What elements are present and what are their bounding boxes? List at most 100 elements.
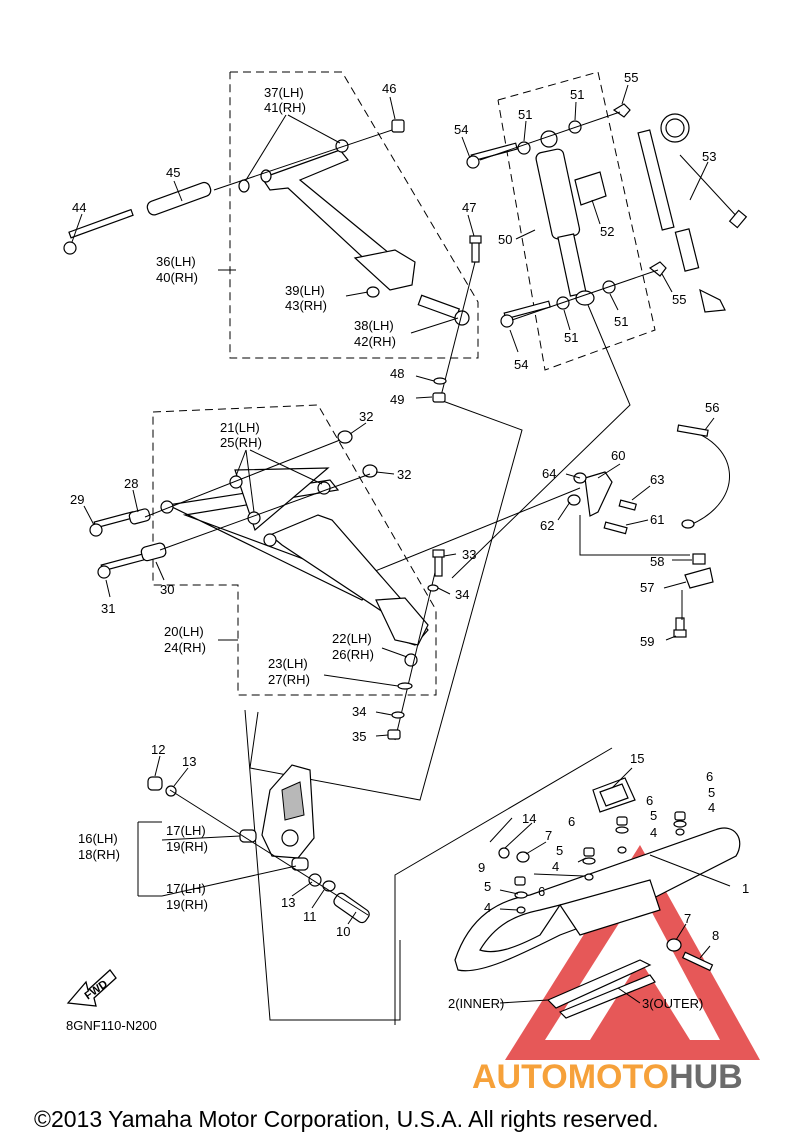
callout-12: 12 xyxy=(151,742,165,757)
callout-22: 22(LH) xyxy=(332,631,372,646)
spindle-outline xyxy=(244,709,401,1021)
lower-arm-group-outline xyxy=(152,404,437,696)
callout-6: 6 xyxy=(646,793,653,808)
callout-6: 6 xyxy=(568,814,575,829)
ski-hardware xyxy=(489,811,714,972)
callout-4: 4 xyxy=(484,900,491,915)
callout-51: 51 xyxy=(518,107,532,122)
callout-7: 7 xyxy=(684,911,691,926)
lower-pivot-axis-front xyxy=(144,439,341,518)
callout-51: 51 xyxy=(614,314,628,329)
steering-link-60 xyxy=(567,471,637,535)
bolt-47 xyxy=(469,235,482,263)
callout-13: 13 xyxy=(182,754,196,769)
callout-6: 6 xyxy=(706,769,713,784)
callout-47: 47 xyxy=(462,200,476,215)
callout-15: 15 xyxy=(630,751,644,766)
washer-48 xyxy=(433,377,447,385)
callout-7: 7 xyxy=(545,828,552,843)
washer-11 xyxy=(322,880,336,892)
shock-gauge-tool-53 xyxy=(637,113,748,313)
callout-25: 25(RH) xyxy=(220,435,262,450)
callout-8: 8 xyxy=(712,928,719,943)
diagram-code: 8GNF110-N200 xyxy=(66,1018,157,1033)
callout-57: 57 xyxy=(640,580,654,595)
callout-51: 51 xyxy=(564,330,578,345)
callout-32: 32 xyxy=(359,409,373,424)
callout-28: 28 xyxy=(124,476,138,491)
shock-lower-axis xyxy=(511,269,659,321)
connector-link-to-bracket xyxy=(579,515,690,556)
callout-59: 59 xyxy=(640,634,654,649)
callout-5: 5 xyxy=(484,879,491,894)
through-bolt-44 xyxy=(63,208,134,255)
callout-45: 45 xyxy=(166,165,180,180)
collar-46 xyxy=(391,119,405,133)
callout-48: 48 xyxy=(390,366,404,381)
copyright-notice: ©2013 Yamaha Motor Corporation, U.S.A. A… xyxy=(34,1106,659,1132)
pivot-bolts-lower xyxy=(89,430,378,579)
callout-53: 53 xyxy=(702,149,716,164)
connector-upper-to-spindle xyxy=(249,399,523,801)
callout-17: 17(LH) xyxy=(166,823,206,838)
pivot-tube-45 xyxy=(146,181,212,216)
callout-14: 14 xyxy=(522,811,536,826)
callout-63: 63 xyxy=(650,472,664,487)
callout-43: 43(RH) xyxy=(285,298,327,313)
callout-19: 19(RH) xyxy=(166,839,208,854)
fwd-arrow-icon: FWD xyxy=(66,969,117,1007)
watermark-triangle-core xyxy=(590,960,690,1040)
upper-pivot-axis xyxy=(213,127,399,191)
callout-31: 31 xyxy=(101,601,115,616)
nut-35 xyxy=(387,729,401,740)
kingpin-axis-upper xyxy=(439,261,476,401)
connector-shock-to-lowerarm xyxy=(451,304,631,579)
callout-55: 55 xyxy=(672,292,686,307)
callout-39: 39(LH) xyxy=(285,283,325,298)
cable-56 xyxy=(676,424,730,529)
lower-pivot-axis-rear xyxy=(159,473,371,551)
connector-rod-to-link xyxy=(357,487,581,579)
shock-group-outline xyxy=(497,71,656,371)
callout-2: 2(INNER) xyxy=(448,996,504,1011)
callout-11: 11 xyxy=(303,909,317,924)
callout-17: 17(LH) xyxy=(166,881,206,896)
tie-rod-end-38 xyxy=(417,294,470,326)
callout-34: 34 xyxy=(352,704,366,719)
shock-upper-axis xyxy=(479,111,621,161)
callout-30: 30 xyxy=(160,582,174,597)
nut-39 xyxy=(366,286,380,298)
callout-29: 29 xyxy=(70,492,84,507)
bolt-33 xyxy=(432,549,445,577)
callout-61: 61 xyxy=(650,512,664,527)
callout-23: 23(LH) xyxy=(268,656,308,671)
bracket-57 xyxy=(673,553,714,638)
callout-33: 33 xyxy=(462,547,476,562)
nut-49 xyxy=(432,392,446,403)
ski-1 xyxy=(454,827,741,1019)
bushing-12 xyxy=(147,776,163,791)
callout-labels: 1 2(INNER) 3(OUTER) 4 4 4 4 5 5 5 5 6 6 … xyxy=(70,70,749,1011)
callout-9: 9 xyxy=(478,860,485,875)
watermark-text-part2: HUB xyxy=(669,1058,743,1096)
callout-64: 64 xyxy=(542,466,556,481)
callout-leaders xyxy=(71,84,731,1004)
shock-absorber xyxy=(535,130,595,306)
upper-arm-group-outline xyxy=(229,71,479,359)
callout-6: 6 xyxy=(538,884,545,899)
callout-18: 18(RH) xyxy=(78,847,120,862)
callout-26: 26(RH) xyxy=(332,647,374,662)
callout-1: 1 xyxy=(742,881,749,896)
callout-54: 54 xyxy=(514,357,528,372)
watermark-text: AUTOMOTOHUB xyxy=(472,1058,743,1096)
callout-58: 58 xyxy=(650,554,664,569)
callout-16: 16(LH) xyxy=(78,831,118,846)
washer-23 xyxy=(397,682,413,690)
callout-51: 51 xyxy=(570,87,584,102)
callout-42: 42(RH) xyxy=(354,334,396,349)
callout-49: 49 xyxy=(390,392,404,407)
callout-38: 38(LH) xyxy=(354,318,394,333)
callout-19: 19(RH) xyxy=(166,897,208,912)
callout-5: 5 xyxy=(708,785,715,800)
